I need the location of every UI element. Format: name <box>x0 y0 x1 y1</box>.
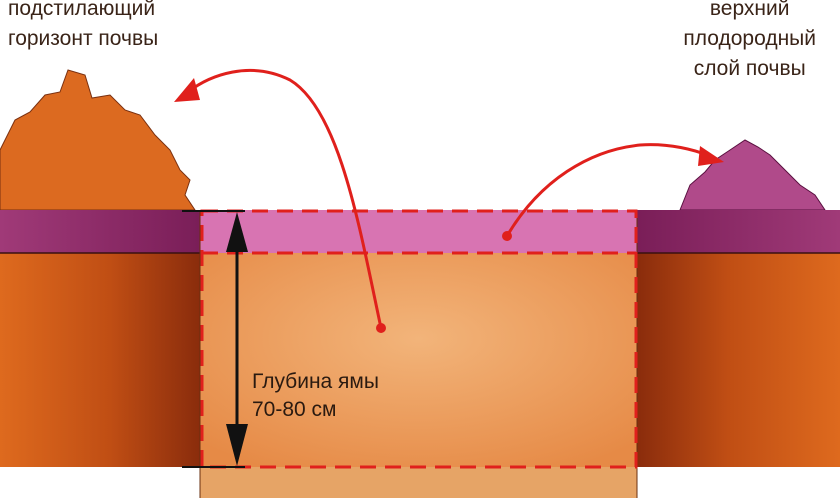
pit-topsoil-zone <box>200 210 637 253</box>
subsoil-label-line: подстилающий <box>8 0 156 20</box>
topsoil-move-arrow <box>502 143 724 241</box>
subsoil-label-line: горизонт почвы <box>8 27 159 50</box>
right-subsoil-layer <box>637 253 840 467</box>
pit-dashed-outline <box>200 209 638 469</box>
topsoil-label-line: верхний <box>709 0 790 20</box>
right-topsoil-layer <box>637 210 840 253</box>
topsoil-label-line: плодородный <box>683 27 816 50</box>
pit-bottom-ground <box>200 467 637 498</box>
left-topsoil-layer <box>0 210 200 253</box>
pit-body <box>200 253 637 467</box>
pit-depth-value: 70-80 см <box>252 398 337 421</box>
subsoil-move-arrow <box>174 68 386 333</box>
left-subsoil-layer <box>0 253 200 467</box>
depth-dimension-arrow <box>182 210 248 468</box>
topsoil-mound <box>679 139 826 211</box>
subsoil-mound <box>0 69 196 211</box>
pit-depth-label-line: Глубина ямы <box>252 370 379 393</box>
topsoil-label: верхний плодородный слой почвы <box>683 0 816 84</box>
topsoil-label-line: слой почвы <box>693 57 806 80</box>
pit-depth-label: Глубина ямы 70-80 см <box>252 368 379 424</box>
subsoil-label: подстилающий горизонт почвы <box>8 0 158 54</box>
